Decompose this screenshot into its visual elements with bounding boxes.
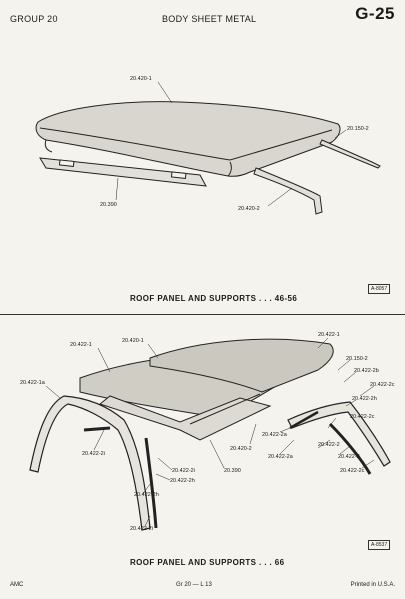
diagram2-leaders: [45, 337, 375, 527]
label-rail-right: 20.150-2: [347, 126, 369, 132]
front-header-drawing: [39, 157, 207, 187]
label-l16: 20.422-2: [318, 442, 340, 448]
label-rail-left: 20.420-2: [238, 206, 260, 212]
label-l18: 20.422-2h: [134, 492, 159, 498]
label-l20: 20.422-2i: [130, 526, 153, 532]
footer-brand: AMC: [10, 582, 24, 588]
group-heading: GROUP 20: [10, 14, 58, 24]
label-l21: 20.422-2c: [340, 468, 365, 474]
left-pillar-drawing: [29, 395, 158, 531]
label-l8: 20.422-2h: [352, 396, 377, 402]
label-roof-panel: 20.420-1: [130, 76, 152, 82]
left-rail-drawing: [253, 167, 323, 215]
right-pillar-drawing: [287, 401, 391, 475]
right-rail-drawing: [319, 139, 381, 169]
diagram1-leaders: [115, 81, 347, 207]
label-l19: 20.422-2: [338, 454, 360, 460]
label-l15: 20.422-2a: [262, 432, 288, 438]
roof-panel-drawing: [35, 101, 341, 177]
label-l5: 20.422-1a: [20, 380, 46, 386]
label-l1: 20.422-1: [70, 342, 92, 348]
label-l7: 20.422-2c: [370, 382, 395, 388]
diagram2-caption: ROOF PANEL AND SUPPORTS . . . 66: [130, 558, 285, 567]
diagram1-reference: A-8057: [368, 284, 391, 294]
label-l11: 20.422-2i: [172, 468, 195, 474]
footer-print-note: Printed in U.S.A.: [350, 582, 395, 588]
label-l6: 20.422-2b: [354, 368, 379, 374]
diagram2-reference: A-8537: [368, 540, 391, 550]
label-l4: 20.150-2: [346, 356, 368, 362]
page-code: G-25: [355, 4, 395, 23]
label-front-header: 20.390: [100, 202, 117, 208]
label-l12: 20.422-2h: [170, 478, 195, 484]
footer-page-ref: Gr 20 — L 13: [176, 582, 212, 588]
label-l13: 20.390: [224, 468, 241, 474]
section-title: BODY SHEET METAL: [162, 14, 257, 24]
label-l17: 20.422-2a: [268, 454, 294, 460]
label-l3: 20.422-1: [318, 332, 340, 338]
roof-assembly-drawing: [79, 338, 334, 441]
label-l10: 20.420-2: [230, 446, 252, 452]
label-l14: 20.422-2c: [350, 414, 375, 420]
diagram1-caption: ROOF PANEL AND SUPPORTS . . . 46-56: [130, 294, 298, 303]
section-divider: [0, 314, 405, 315]
label-l9: 20.422-2i: [82, 451, 105, 457]
label-l2: 20.420-1: [122, 338, 144, 344]
